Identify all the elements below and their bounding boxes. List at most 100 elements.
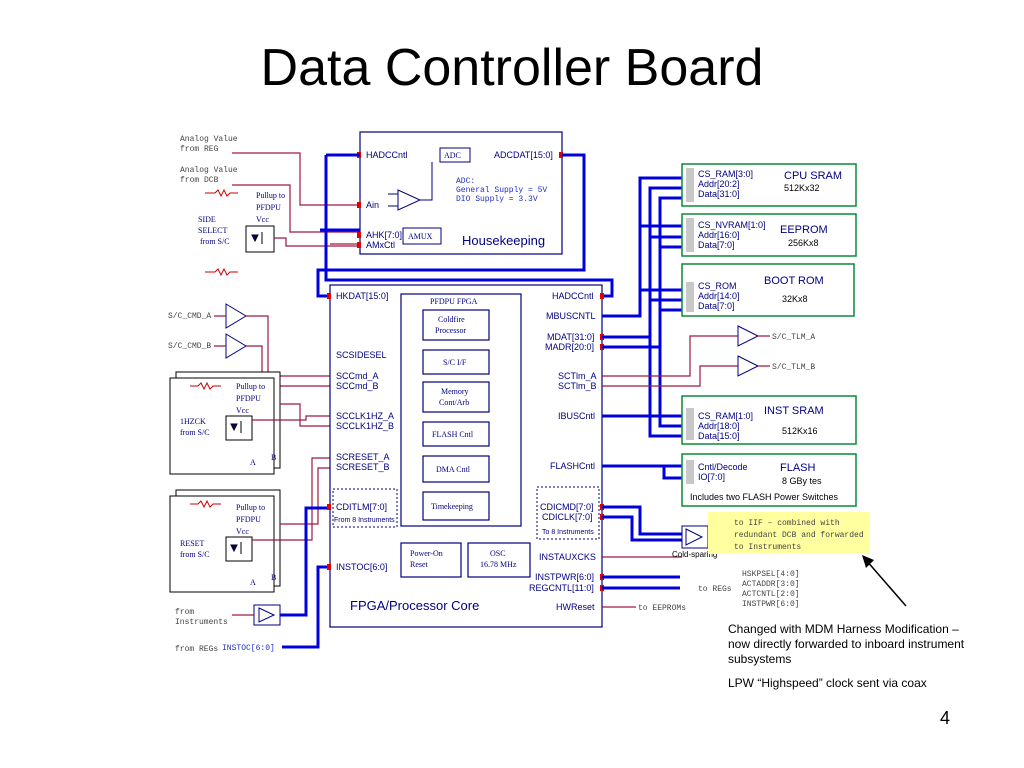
vcc-label: Vcc bbox=[256, 215, 269, 224]
instoc-bus bbox=[282, 565, 330, 649]
right-buses bbox=[602, 176, 738, 608]
sc-cmd-input-wires bbox=[214, 315, 226, 347]
scclk-a-label: SCCLK1HZ_A bbox=[336, 411, 394, 421]
cpu-sram-block: CS_RAM[3:0] Addr[20:2] Data[31:0] CPU SR… bbox=[681, 163, 857, 207]
sctlm-wires bbox=[602, 335, 738, 387]
flash-note: Includes two FLASH Power Switches bbox=[690, 492, 839, 502]
tlm-out-wires bbox=[758, 335, 770, 367]
reset-label: RESET bbox=[180, 539, 205, 548]
cpu-sram-size: 512Kx32 bbox=[784, 183, 820, 193]
eeprom-block: CS_NVRAM[1:0] Addr[16:0] Data[7:0] EEPRO… bbox=[681, 213, 857, 257]
pin bbox=[600, 293, 604, 299]
amux-label: AMUX bbox=[408, 232, 433, 241]
tlm-a-label: S/C_TLM_A bbox=[772, 333, 815, 342]
iif-label-1: to IIF – combined with bbox=[734, 519, 840, 528]
pullup-label-2: PFDPU bbox=[256, 203, 281, 212]
sctlm-b-label: SCTlm_B bbox=[558, 381, 597, 391]
analog-dcb-label: Analog Value bbox=[180, 166, 238, 175]
instoc-bus-label: INSTOC[6:0] bbox=[222, 644, 275, 653]
timekeeping-label: Timekeeping bbox=[431, 502, 473, 511]
pullup-label: Pullup to bbox=[236, 503, 265, 512]
tlm-b-label: S/C_TLM_B bbox=[772, 363, 815, 372]
cpu-sram-line-2: Addr[20:2] bbox=[698, 179, 740, 189]
osc-label-2: 16.78 MHz bbox=[480, 560, 517, 569]
cdiclk-label: CDICLK[7:0] bbox=[542, 512, 593, 522]
from-instr-bus bbox=[280, 506, 330, 617]
cpu-sram-line-1: CS_RAM[3:0] bbox=[698, 169, 753, 179]
driver-icon bbox=[685, 528, 704, 546]
inst-sram-title: INST SRAM bbox=[764, 405, 824, 417]
from8-label: From 8 Instruments bbox=[334, 517, 395, 524]
adcdat-label: ADCDAT[15:0] bbox=[494, 150, 553, 160]
resistor-icon bbox=[205, 267, 238, 277]
inst-sram-size: 512Kx16 bbox=[782, 426, 818, 436]
page-number: 4 bbox=[940, 708, 951, 728]
to-eeproms-label: to EEPROMs bbox=[638, 604, 686, 613]
sc-cmd-a-label: S/C_CMD_A bbox=[168, 312, 211, 321]
inst-sram-line-3: Data[15:0] bbox=[698, 431, 740, 441]
flash-box bbox=[681, 453, 857, 507]
diode-icon bbox=[230, 542, 242, 554]
pin bbox=[357, 202, 361, 208]
dma-cntl-box bbox=[422, 455, 490, 483]
cpu-sram-line-3: Data[31:0] bbox=[698, 189, 740, 199]
adc-box bbox=[439, 147, 471, 163]
arrow-head-icon bbox=[862, 555, 874, 568]
hzck-wires bbox=[252, 403, 330, 427]
driver-icon bbox=[737, 325, 760, 347]
mdat-label: MDAT[31:0] bbox=[547, 332, 594, 342]
hadccntl-bus bbox=[324, 155, 614, 298]
mbuscntl-label: MBUSCNTL bbox=[546, 311, 596, 321]
reg-signal-1: HSKPSEL[4:0] bbox=[742, 570, 800, 579]
connector-icon bbox=[686, 282, 694, 312]
hkdat-label: HKDAT[15:0] bbox=[336, 291, 388, 301]
inst-sram-line-2: Addr[18:0] bbox=[698, 421, 740, 431]
from-instr-label: from bbox=[175, 608, 194, 617]
note-mdm-harness: Changed with MDM Harness Modification – … bbox=[728, 622, 965, 666]
pin bbox=[327, 293, 331, 299]
regcntl-label: REGCNTL[11:0] bbox=[529, 583, 594, 593]
amux-box bbox=[402, 227, 442, 245]
flash-line-1: Cntl/Decode bbox=[698, 462, 748, 472]
diode-icon bbox=[251, 232, 263, 244]
connector-icon bbox=[686, 460, 694, 484]
reg-signal-4: INSTPWR[6:0] bbox=[742, 600, 800, 609]
eeprom-line-2: Addr[16:0] bbox=[698, 230, 740, 240]
dma-cntl-label: DMA Cntl bbox=[436, 465, 471, 474]
buffer-icon bbox=[258, 607, 276, 623]
analog-reg-wire bbox=[232, 152, 360, 206]
iif-highlight bbox=[708, 512, 870, 554]
analog-reg-label-2: from REG bbox=[180, 145, 219, 154]
flash-size: 8 GBy tes bbox=[782, 476, 822, 486]
hzck-label: 1HZCK bbox=[180, 417, 206, 426]
boot-rom-title: BOOT ROM bbox=[764, 275, 824, 287]
to-regs-label: to REGs bbox=[698, 585, 732, 594]
adc-note-3: DIO Supply = 3.3V bbox=[456, 195, 538, 204]
timekeeping-box bbox=[422, 491, 490, 521]
boot-rom-line-2: Addr[14:0] bbox=[698, 291, 740, 301]
coldfire-label-2: Processor bbox=[435, 326, 466, 335]
pfdpu-fpga-label: PFDPU FPGA bbox=[430, 297, 478, 306]
memory-cont-box bbox=[422, 381, 490, 413]
sccmd-b-label: SCCmd_B bbox=[336, 381, 379, 391]
scsidesel-label: SCSIDESEL bbox=[336, 350, 387, 360]
housekeeping-block: HADCCntl ADC ADCDAT[15:0] ADC: General S… bbox=[357, 131, 563, 255]
pin bbox=[327, 504, 331, 510]
cdicmd-group bbox=[536, 486, 600, 540]
eeprom-box bbox=[681, 213, 857, 257]
fpga-hadccntl-label: HADCCntl bbox=[552, 291, 594, 301]
sc-if-box bbox=[422, 349, 490, 375]
cdicmd-label: CDICMD[7:0] bbox=[540, 502, 594, 512]
fpga-core-title: FPGA/Processor Core bbox=[350, 598, 479, 613]
card-b-label: B bbox=[271, 573, 276, 582]
side-select-label-2: SELECT bbox=[198, 226, 227, 235]
power-on-reset-box bbox=[400, 542, 462, 578]
reset-label-2: from S/C bbox=[180, 550, 210, 559]
vcc-label: Vcc bbox=[236, 406, 249, 415]
eeprom-line-3: Data[7:0] bbox=[698, 240, 735, 250]
cpu-sram-box bbox=[681, 163, 857, 207]
screset-a-label: SCRESET_A bbox=[336, 452, 390, 462]
card-b-label: B bbox=[271, 453, 276, 462]
amxctl-label: AMxCtl bbox=[366, 240, 395, 250]
buffer-icon bbox=[225, 333, 247, 359]
